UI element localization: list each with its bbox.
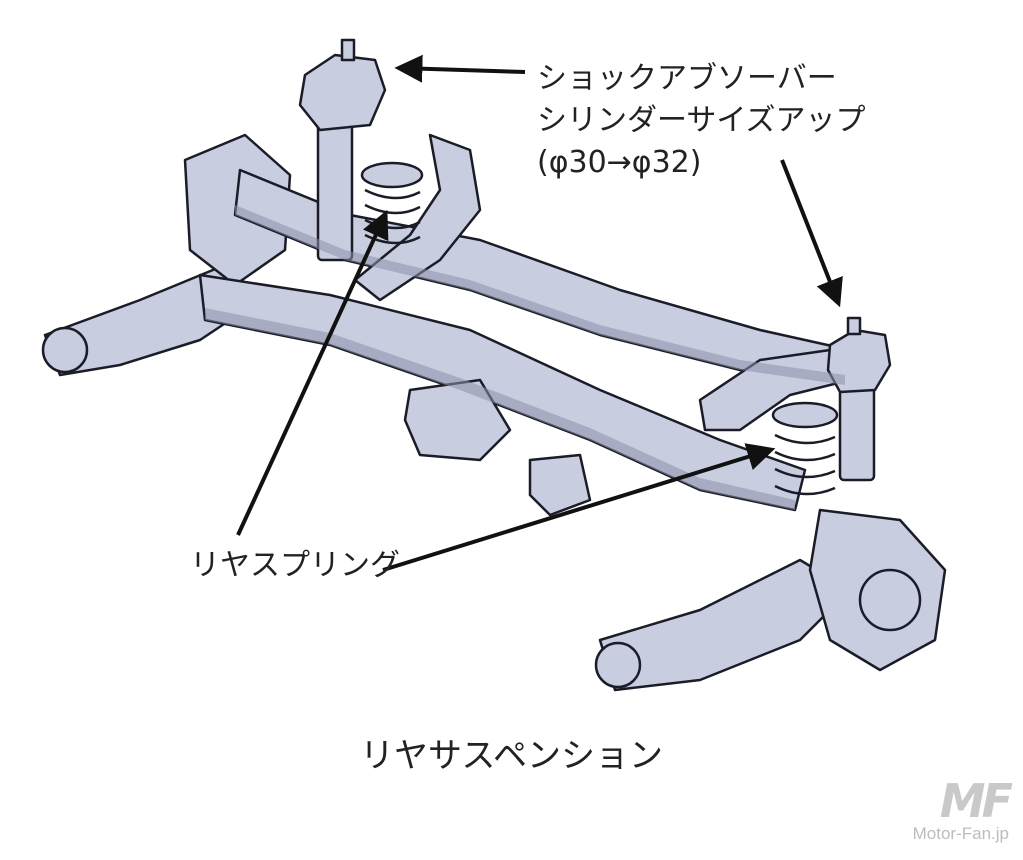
- left-shock-body: [316, 118, 354, 262]
- center-bracket: [528, 453, 592, 517]
- right-shock-rod: [846, 316, 862, 336]
- left-spring-seat: [360, 161, 424, 189]
- left-bushing: [41, 326, 89, 374]
- left-shock-top: [298, 53, 387, 132]
- right-spring-seat: [771, 401, 839, 429]
- brand-site-text: Motor-Fan.jp: [912, 824, 1009, 843]
- rear-spring-label: リヤスプリング: [190, 548, 400, 583]
- watermark: MF Motor-Fan.jp: [912, 774, 1013, 844]
- left-spring-coil: [364, 188, 421, 245]
- front-shadow: [235, 205, 845, 385]
- shock-arrow-right: [780, 159, 843, 308]
- diagram-caption: リヤサスペンション: [360, 736, 663, 776]
- shock-arrow-left: [394, 54, 526, 83]
- shock-label-line2: シリンダーサイズアップ: [537, 103, 866, 138]
- left-shock-rod: [340, 38, 356, 62]
- brand-logo-icon: MF: [939, 774, 1013, 828]
- shock-label-line3: (φ30→φ32): [537, 145, 702, 180]
- right-bushing: [594, 641, 642, 689]
- left-upper-arm: [353, 133, 482, 302]
- right-hub: [858, 568, 922, 632]
- right-spring-coil: [774, 433, 836, 496]
- right-upper-arm: [698, 348, 852, 432]
- spring-arrow-right: [382, 443, 776, 572]
- spring-arrow-left: [236, 209, 389, 536]
- shock-label-line1: ショックアブソーバー: [537, 61, 837, 96]
- diff-mount: [403, 378, 512, 462]
- shock-absorber-label: ショックアブソーバー シリンダーサイズアップ (φ30→φ32): [537, 58, 866, 184]
- crossmember-shadow: [205, 308, 795, 510]
